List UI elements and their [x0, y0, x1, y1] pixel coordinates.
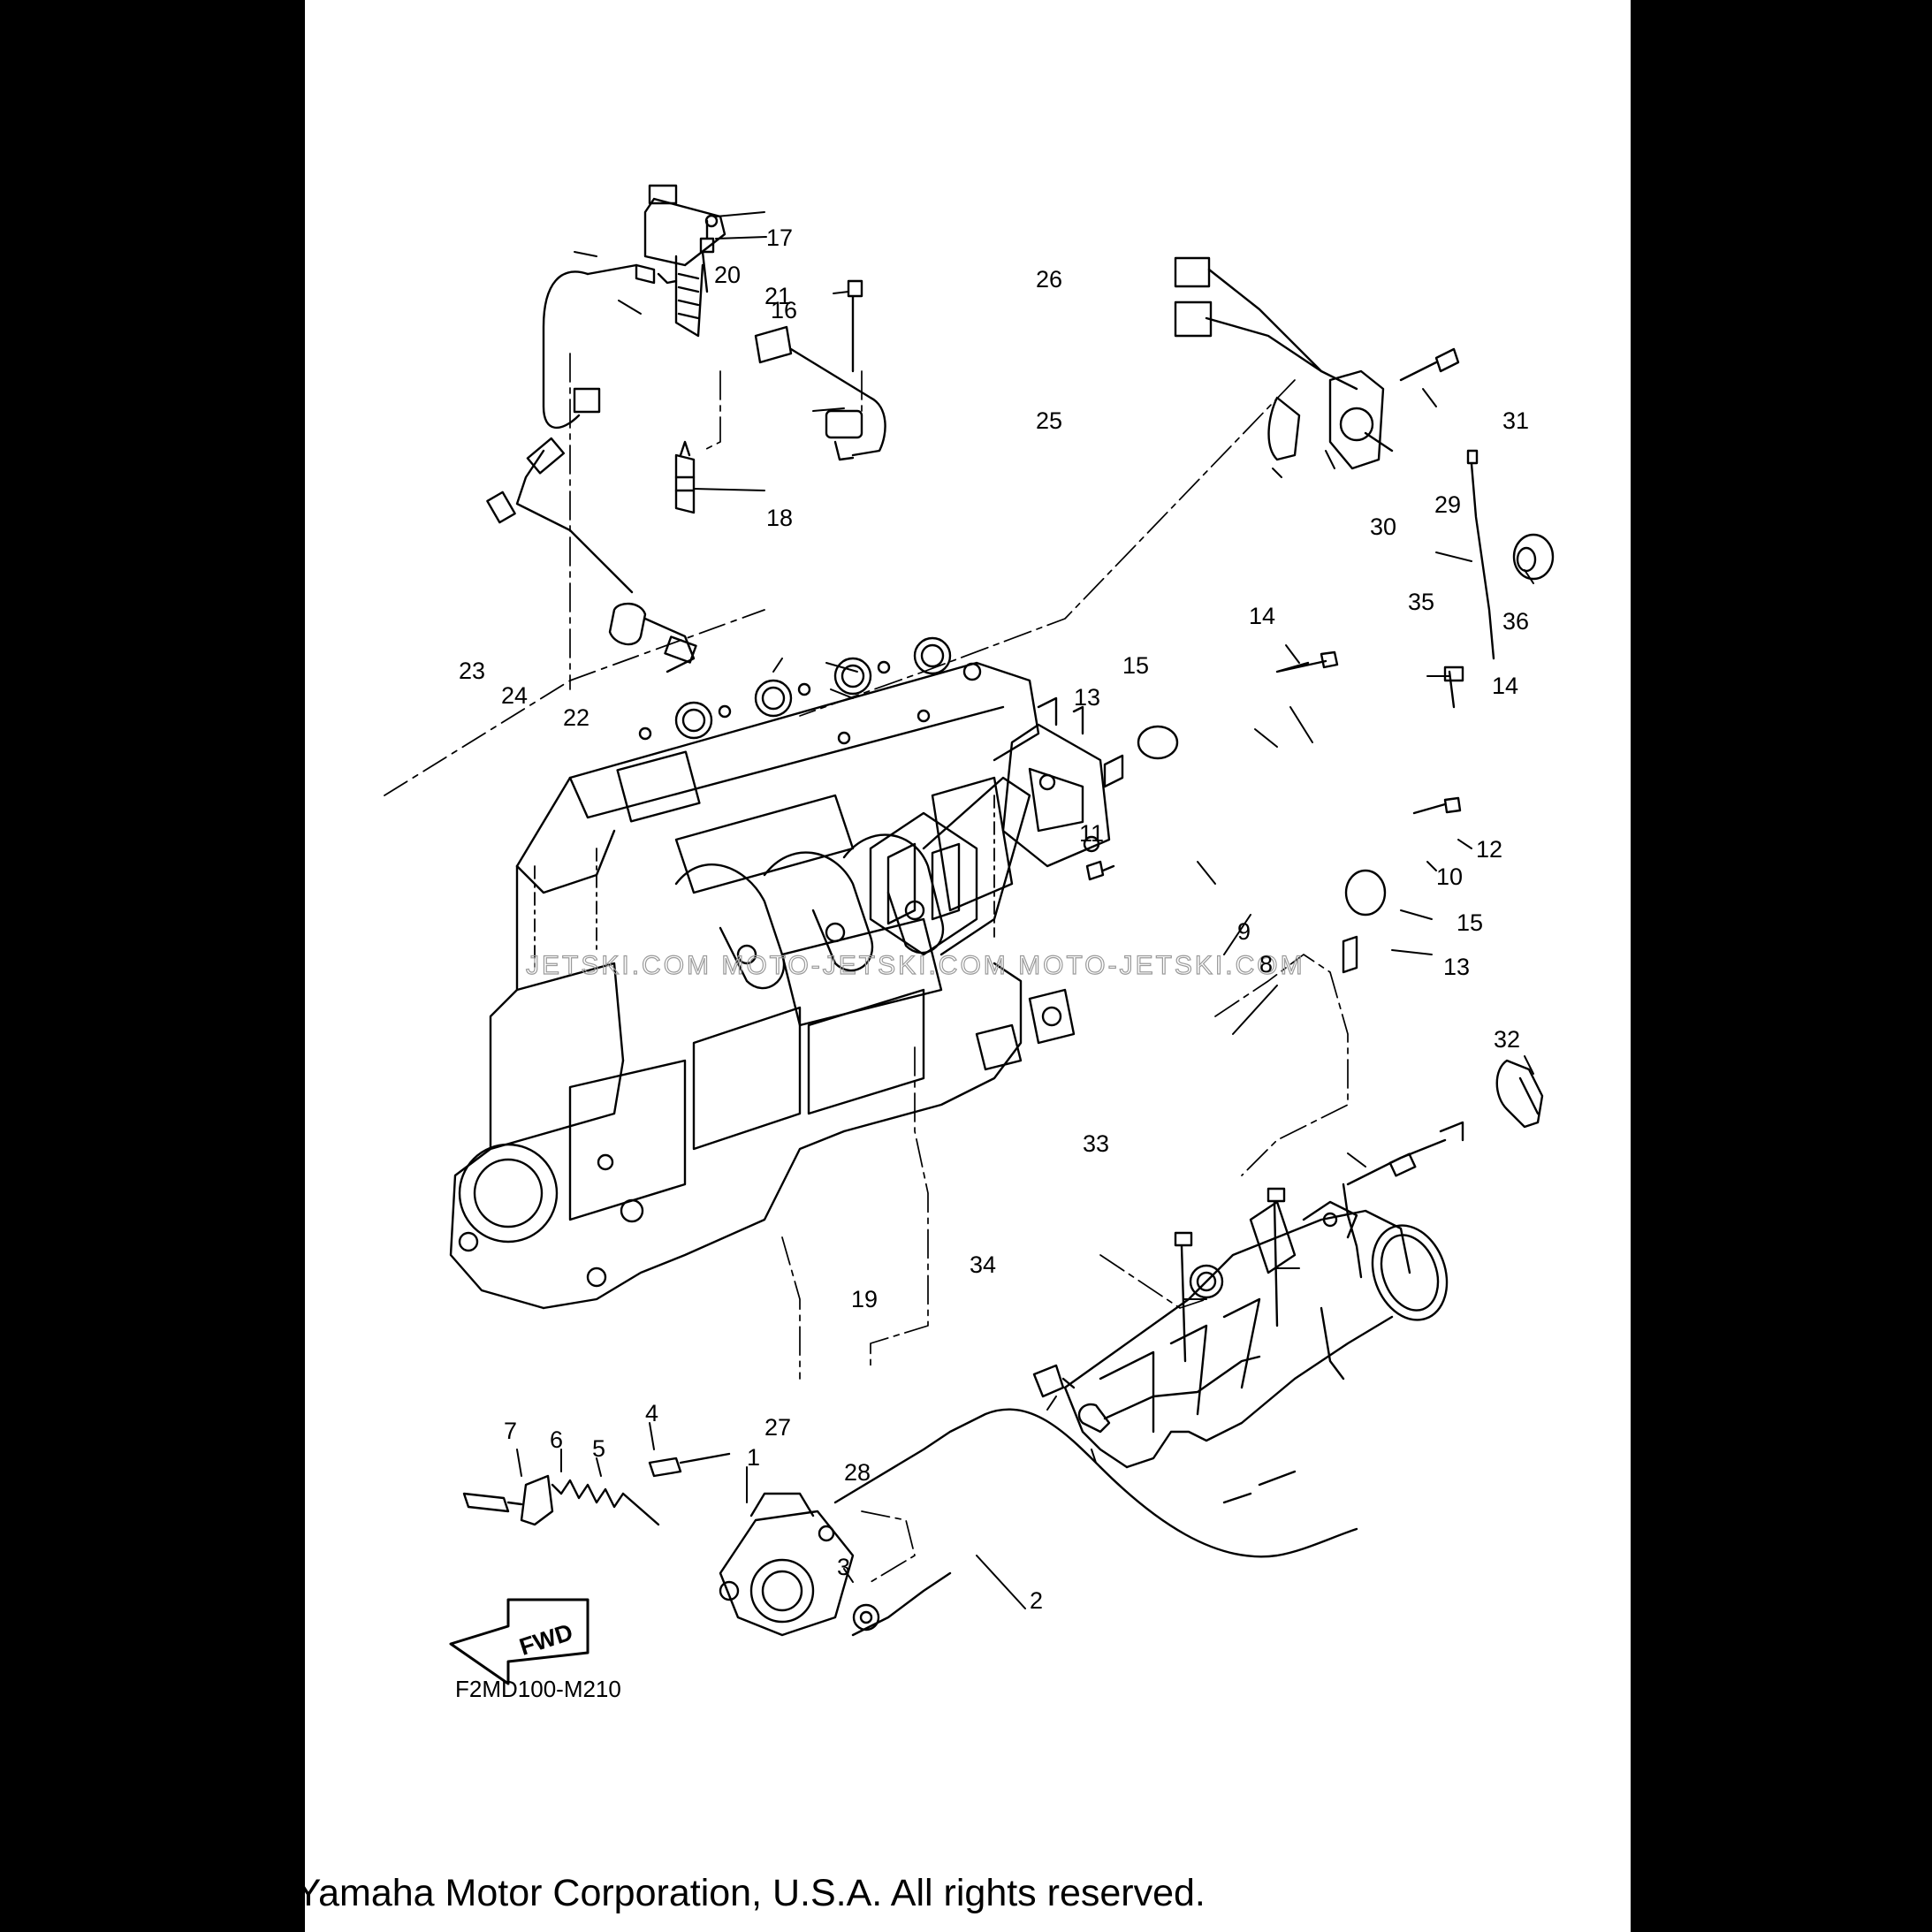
fwd-arrow-icon	[449, 1598, 589, 1685]
part-34-tie	[1266, 1187, 1286, 1327]
part-7-screw	[462, 1492, 523, 1513]
part-5-spring	[551, 1479, 660, 1526]
copyright-notice: ©2013 Yamaha Motor Corporation, U.S.A. A…	[173, 1872, 1206, 1914]
callout-11: 11	[1079, 820, 1104, 847]
callout-labels: 1 2 3 4 5 6 7 8 9 10 11 12 13 13 14 14 1…	[459, 224, 1529, 1614]
callout-22: 22	[563, 704, 589, 731]
callout-36: 36	[1502, 608, 1529, 635]
watermark: JETSKI.COM MOTO-JETSKI.COM MOTO-JETSKI.C…	[526, 951, 1305, 980]
callout-13a: 13	[1074, 684, 1100, 711]
part-22-sensor	[384, 437, 765, 796]
part-2-cable	[833, 1408, 1358, 1637]
part-32-clamp	[1495, 1059, 1544, 1129]
ecu-bracket-assembly	[869, 696, 1111, 956]
drawing-code: F2MD100-M210	[455, 1676, 621, 1702]
callout-8: 8	[1259, 951, 1273, 977]
callout-25: 25	[1036, 407, 1062, 434]
callout-12: 12	[1476, 836, 1502, 863]
part-31-bolt	[1399, 347, 1460, 382]
part-19-tie	[1174, 1231, 1193, 1363]
part-1-throttle-body	[719, 1492, 855, 1637]
callout-34: 34	[970, 1251, 996, 1278]
part-20-sensor	[542, 263, 678, 430]
callout-18: 18	[766, 505, 793, 531]
callout-3: 3	[837, 1554, 850, 1580]
callout-35: 35	[1408, 589, 1434, 615]
callout-20: 20	[714, 262, 741, 288]
callout-31: 31	[1502, 407, 1529, 434]
callout-5: 5	[592, 1435, 605, 1462]
part-27-switch	[1032, 1364, 1076, 1398]
part-12-bolt	[1412, 796, 1462, 815]
part-13-collar	[1103, 754, 1358, 974]
part-14-bolts	[1275, 650, 1464, 709]
part-26-bolt	[847, 279, 863, 373]
callout-24: 24	[501, 682, 528, 709]
callout-1: 1	[747, 1444, 760, 1471]
reference-lines	[569, 353, 1349, 1583]
callout-15a: 15	[1122, 652, 1149, 679]
callout-33: 33	[1083, 1130, 1109, 1157]
callout-21: 21	[764, 283, 791, 309]
part-30-gasket	[1267, 396, 1301, 461]
part-18-spark-plug	[674, 440, 696, 514]
callout-16: 16	[771, 297, 797, 323]
part-6-plate	[520, 1474, 554, 1526]
callout-10: 10	[1436, 863, 1463, 890]
callout-23: 23	[459, 658, 485, 684]
callout-27: 27	[764, 1414, 791, 1441]
diagram-sheet: JETSKI.COM MOTO-JETSKI.COM MOTO-JETSKI.C…	[305, 0, 1631, 1932]
callout-14b: 14	[1492, 673, 1518, 699]
part-35-tie	[1466, 449, 1495, 660]
callout-6: 6	[550, 1426, 563, 1453]
part-25-sensor	[754, 325, 886, 461]
callout-30: 30	[1370, 513, 1396, 540]
part-4-screw	[648, 1452, 731, 1478]
callout-19: 19	[851, 1286, 878, 1312]
callout-2: 2	[1030, 1587, 1043, 1614]
callout-32: 32	[1494, 1026, 1520, 1053]
callout-13b: 13	[1443, 954, 1470, 980]
callout-26: 26	[1036, 266, 1062, 293]
callout-4: 4	[645, 1400, 658, 1426]
engine-block	[449, 636, 1076, 1310]
callout-9: 9	[1237, 918, 1251, 945]
part-29-sensor-harness	[1174, 256, 1394, 470]
part-11-bolt	[1085, 860, 1115, 881]
callout-29: 29	[1434, 491, 1461, 518]
callout-15b: 15	[1457, 909, 1483, 936]
part-33-sensor	[1342, 1121, 1464, 1279]
part-17-bolt	[699, 219, 715, 293]
callout-leaders	[516, 211, 1534, 1609]
callout-7: 7	[504, 1418, 517, 1444]
part-16-ignition-coil	[643, 184, 726, 338]
part-36-grommet	[1512, 533, 1555, 581]
part-28-sensor	[1077, 1355, 1261, 1434]
part-15-grommet	[1137, 725, 1387, 917]
exhaust-manifold	[1063, 1200, 1449, 1469]
parts-diagram: JETSKI.COM MOTO-JETSKI.COM MOTO-JETSKI.C…	[384, 184, 1555, 1702]
callout-28: 28	[844, 1459, 871, 1486]
part-3-nut	[852, 1603, 880, 1632]
callout-17: 17	[766, 224, 793, 251]
callout-14a: 14	[1249, 603, 1275, 629]
